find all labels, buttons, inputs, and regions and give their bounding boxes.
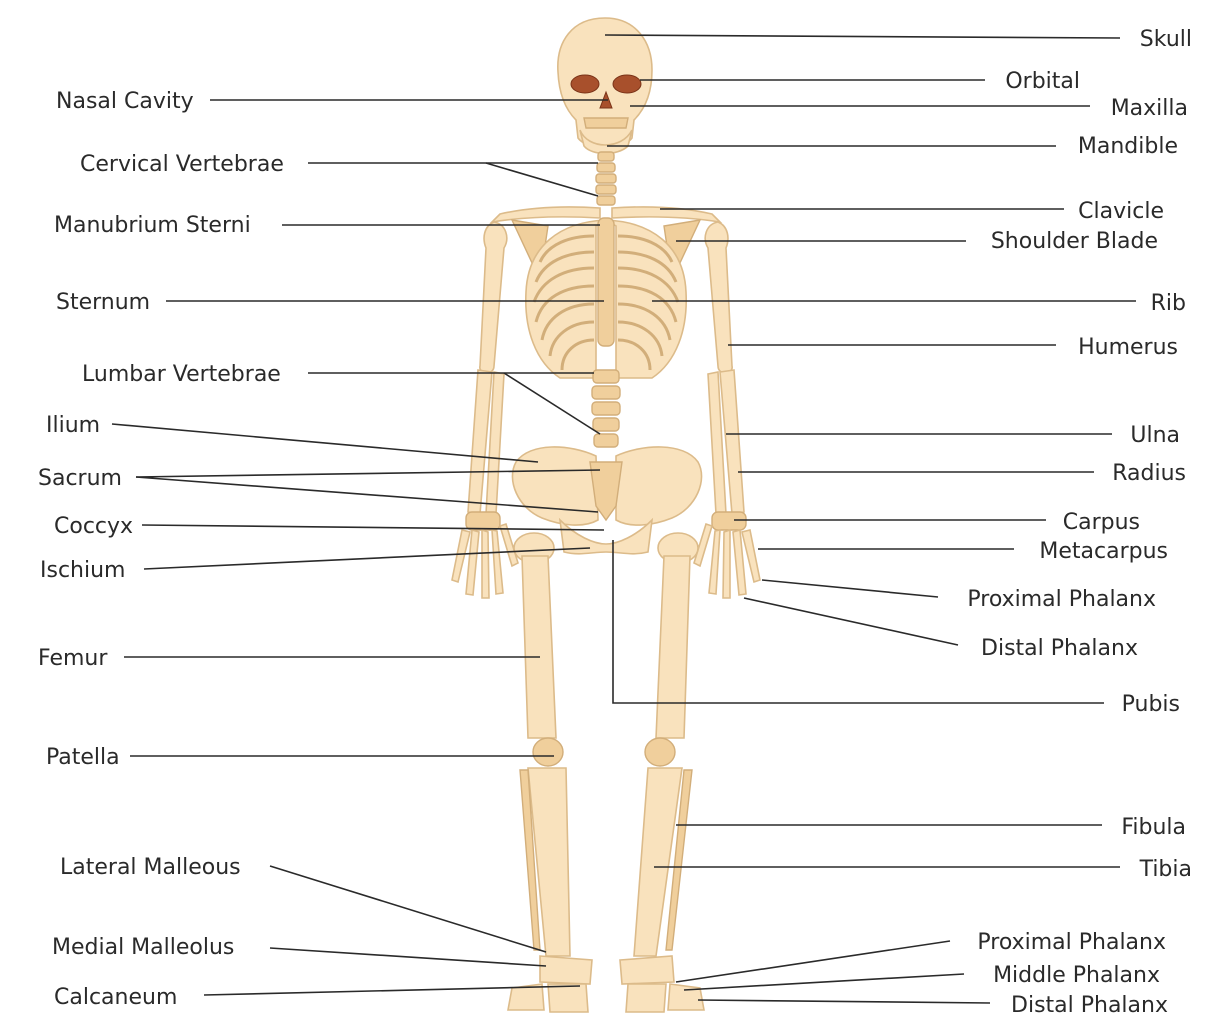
label-shoulder-blade: Shoulder Blade <box>991 229 1158 254</box>
clavicle-left <box>492 207 600 222</box>
label-femur: Femur <box>38 646 108 671</box>
label-ilium: Ilium <box>46 413 100 438</box>
leg-left <box>508 533 592 1012</box>
label-cervical-vertebrae: Cervical Vertebrae <box>80 152 284 177</box>
arm-right <box>694 222 760 598</box>
labels-right: Skull Orbital Maxilla Mandible Clavicle … <box>967 27 1192 1018</box>
label-lumbar-vertebrae: Lumbar Vertebrae <box>82 362 281 387</box>
label-orbital: Orbital <box>1005 69 1080 94</box>
label-maxilla: Maxilla <box>1111 96 1188 121</box>
label-distal-phalanx-foot: Distal Phalanx <box>1011 993 1168 1018</box>
leg-right <box>620 533 704 1012</box>
label-rib: Rib <box>1151 291 1186 316</box>
label-metacarpus: Metacarpus <box>1039 539 1168 564</box>
label-manubrium-sterni: Manubrium Sterni <box>54 213 251 238</box>
label-carpus: Carpus <box>1063 510 1140 535</box>
orbit-right <box>613 75 641 93</box>
ilium-left <box>512 447 598 525</box>
label-sacrum: Sacrum <box>38 466 122 491</box>
label-coccyx: Coccyx <box>54 514 133 539</box>
label-radius: Radius <box>1112 461 1186 486</box>
orbit-left <box>571 75 599 93</box>
label-fibula: Fibula <box>1121 815 1186 840</box>
label-mandible: Mandible <box>1078 134 1178 159</box>
label-humerus: Humerus <box>1078 335 1178 360</box>
label-middle-phalanx-foot: Middle Phalanx <box>993 963 1160 988</box>
label-ulna: Ulna <box>1130 423 1180 448</box>
rib-cage <box>526 218 686 378</box>
label-proximal-phalanx-foot: Proximal Phalanx <box>977 930 1166 955</box>
label-distal-phalanx-hand: Distal Phalanx <box>981 636 1138 661</box>
label-pubis: Pubis <box>1122 692 1180 717</box>
label-proximal-phalanx-hand: Proximal Phalanx <box>967 587 1156 612</box>
patella-bone <box>533 738 563 766</box>
label-sternum: Sternum <box>56 290 150 315</box>
label-nasal-cavity: Nasal Cavity <box>56 89 194 114</box>
skull-bone <box>558 18 652 154</box>
label-patella: Patella <box>46 745 120 770</box>
arm-left <box>452 222 518 598</box>
patella-bone-right <box>645 738 675 766</box>
label-medial-malleolus: Medial Malleolus <box>52 935 234 960</box>
label-calcaneum: Calcaneum <box>54 985 177 1010</box>
lumbar-spine <box>592 370 620 447</box>
ilium-right <box>616 447 702 525</box>
sternum-bone <box>598 218 614 346</box>
label-skull: Skull <box>1140 27 1192 52</box>
label-ischium: Ischium <box>40 558 125 583</box>
labels-left: Nasal Cavity Cervical Vertebrae Manubriu… <box>38 89 284 1010</box>
label-lateral-malleous: Lateral Malleous <box>60 855 241 880</box>
cervical-spine <box>596 152 616 205</box>
label-tibia: Tibia <box>1139 857 1192 882</box>
label-clavicle: Clavicle <box>1078 199 1164 224</box>
